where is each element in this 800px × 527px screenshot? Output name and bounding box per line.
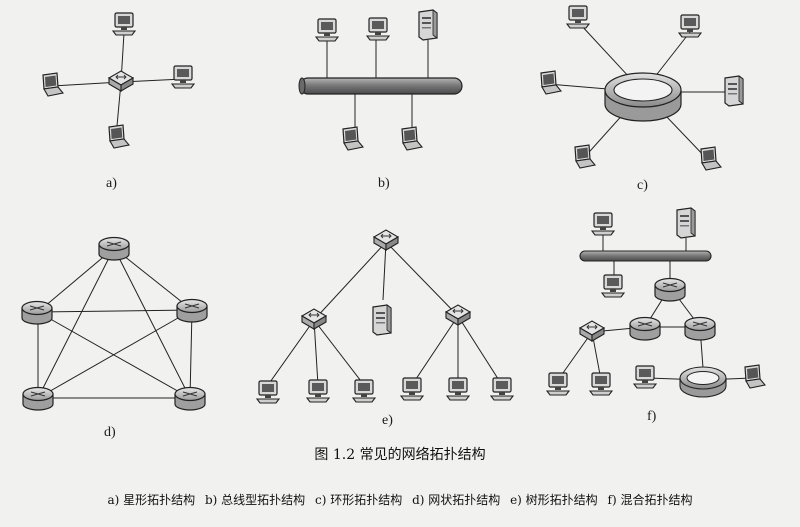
router-icon <box>174 386 206 411</box>
bus-topology <box>298 9 463 151</box>
legend-item-bus: b) 总线型拓扑结构 <box>205 493 306 507</box>
legend-item-ring: c) 环形拓扑结构 <box>315 493 403 507</box>
server-icon <box>418 9 438 41</box>
desktop-computer-icon <box>591 212 615 236</box>
panel-label-c: c) <box>637 178 648 193</box>
bus-cable-icon <box>579 250 712 262</box>
panel-label-f: f) <box>647 409 657 424</box>
panel-label-a: a) <box>106 176 117 191</box>
legend-item-hybrid: f) 混合拓扑结构 <box>607 493 693 507</box>
desktop-computer-icon <box>546 372 570 396</box>
hub-icon <box>301 308 327 330</box>
router-icon <box>654 277 686 302</box>
ring-topology <box>540 5 744 171</box>
figure-caption: 图 1.2 常见的网络拓扑结构 <box>314 447 486 463</box>
router-icon <box>629 316 661 341</box>
router-icon <box>684 316 716 341</box>
desktop-computer-icon <box>171 65 195 89</box>
legend-item-tree: e) 树形拓扑结构 <box>510 493 598 507</box>
router-icon <box>176 298 208 323</box>
server-icon <box>676 207 696 239</box>
hub-icon <box>579 320 605 342</box>
bus-cable-icon <box>298 77 463 95</box>
desktop-computer-icon <box>400 377 424 401</box>
desktop-computer-icon <box>633 365 657 389</box>
desktop-computer-icon <box>352 379 376 403</box>
figure-legend: a) 星形拓扑结构 b) 总线型拓扑结构 c) 环形拓扑结构 d) 网状拓扑结构… <box>0 491 800 508</box>
router-icon <box>21 300 53 325</box>
panel-label-b: b) <box>378 176 390 191</box>
router-icon <box>22 386 54 411</box>
router-icon <box>98 236 130 261</box>
legend-item-mesh: d) 网状拓扑结构 <box>412 493 501 507</box>
desktop-computer-icon <box>366 17 390 41</box>
star-topology <box>42 12 195 149</box>
laptop-icon <box>342 126 364 151</box>
laptop-icon <box>108 124 130 149</box>
desktop-computer-icon <box>315 18 339 42</box>
laptop-icon <box>540 70 562 95</box>
laptop-icon <box>700 146 722 171</box>
desktop-computer-icon <box>589 372 613 396</box>
desktop-computer-icon <box>601 274 625 298</box>
ring-icon <box>604 72 682 122</box>
laptop-icon <box>744 364 766 389</box>
hub-icon <box>108 70 134 92</box>
desktop-computer-icon <box>446 377 470 401</box>
desktop-computer-icon <box>256 380 280 404</box>
desktop-computer-icon <box>566 5 590 29</box>
hub-icon <box>373 229 399 251</box>
panel-label-d: d) <box>104 425 116 440</box>
desktop-computer-icon <box>306 379 330 403</box>
desktop-computer-icon <box>490 377 514 401</box>
laptop-icon <box>401 126 423 151</box>
ring-icon <box>679 366 727 398</box>
server-icon <box>724 75 744 107</box>
desktop-computer-icon <box>678 14 702 38</box>
hybrid-topology <box>546 207 766 398</box>
desktop-computer-icon <box>112 12 136 36</box>
laptop-icon <box>42 72 64 97</box>
server-icon <box>372 304 392 336</box>
panel-label-e: e) <box>382 413 393 428</box>
legend-item-star: a) 星形拓扑结构 <box>107 493 196 507</box>
mesh-topology <box>21 236 208 411</box>
tree-topology <box>256 229 514 404</box>
